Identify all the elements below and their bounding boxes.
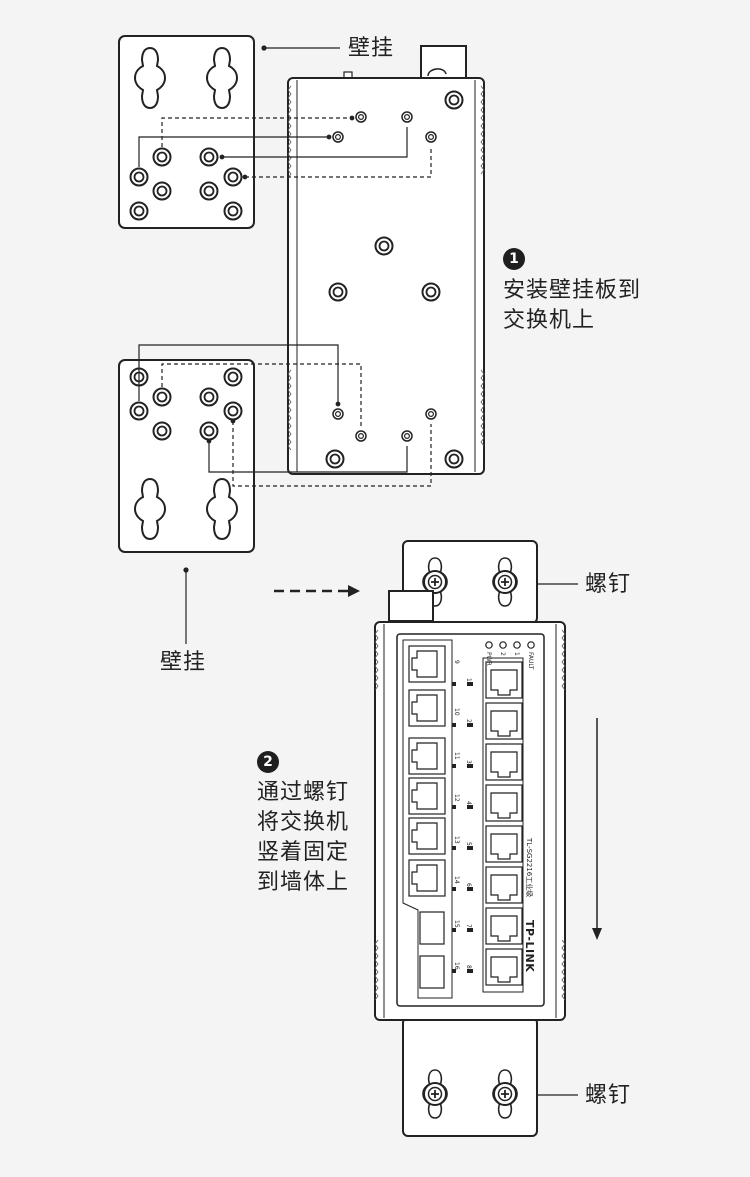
switch-back-panel: [287, 45, 485, 475]
port-numbers-left: 9 10 11 12 13 14 15 16: [453, 660, 460, 970]
led-label-1: 1: [513, 652, 520, 656]
led-label-fault: FAULT: [527, 652, 534, 670]
port-number: 5: [465, 842, 472, 846]
port-number: 11: [453, 752, 460, 760]
port-number: 7: [465, 924, 472, 928]
alignment-lines-bottom: [138, 344, 432, 487]
panel-led-labels: FAULT 1 2 PWR: [485, 652, 534, 670]
port-number: 10: [453, 708, 460, 716]
port-number: 1: [465, 678, 472, 682]
wall-bracket-bottom: [118, 359, 255, 553]
model-name: TL-SG2216工业级: [525, 837, 534, 897]
port-number: 16: [453, 962, 460, 970]
screw-label-bottom: 螺钉: [585, 1083, 632, 1108]
switch-front-panel: [374, 590, 566, 1021]
wall-bracket-label-bottom: 壁挂: [160, 650, 207, 675]
screw-label-top: 螺钉: [585, 572, 632, 597]
port-numbers-right: 1 2 3 4 5 6 7 8: [465, 678, 472, 969]
port-number: 13: [453, 836, 460, 844]
mounted-bracket-bottom: [402, 1017, 538, 1137]
brand-logo: TP-LINK: [523, 920, 536, 972]
port-number: 6: [465, 883, 472, 887]
port-number: 12: [453, 794, 460, 802]
port-number: 8: [465, 965, 472, 969]
transition-arrow: [274, 585, 360, 597]
port-number: 9: [453, 660, 460, 664]
alignment-lines-top: [138, 115, 432, 180]
port-number: 2: [465, 719, 472, 723]
step-1-text: 安装壁挂板到 交换机上: [503, 278, 642, 333]
wall-bracket-label-top: 壁挂: [348, 36, 395, 61]
wall-bracket-top: [118, 35, 255, 229]
port-number: 15: [453, 920, 460, 928]
vertical-arrow: [592, 718, 602, 940]
step-2-badge: 2: [257, 751, 279, 773]
step-1-badge: 1: [503, 248, 525, 270]
port-number: 3: [465, 760, 472, 764]
port-number: 4: [465, 801, 472, 805]
step-2-text: 通过螺钉 将交换机 竖着固定 到墙体上: [257, 780, 350, 895]
led-label-2: 2: [499, 652, 506, 656]
led-label-pwr: PWR: [485, 652, 492, 666]
port-number: 14: [453, 876, 460, 884]
